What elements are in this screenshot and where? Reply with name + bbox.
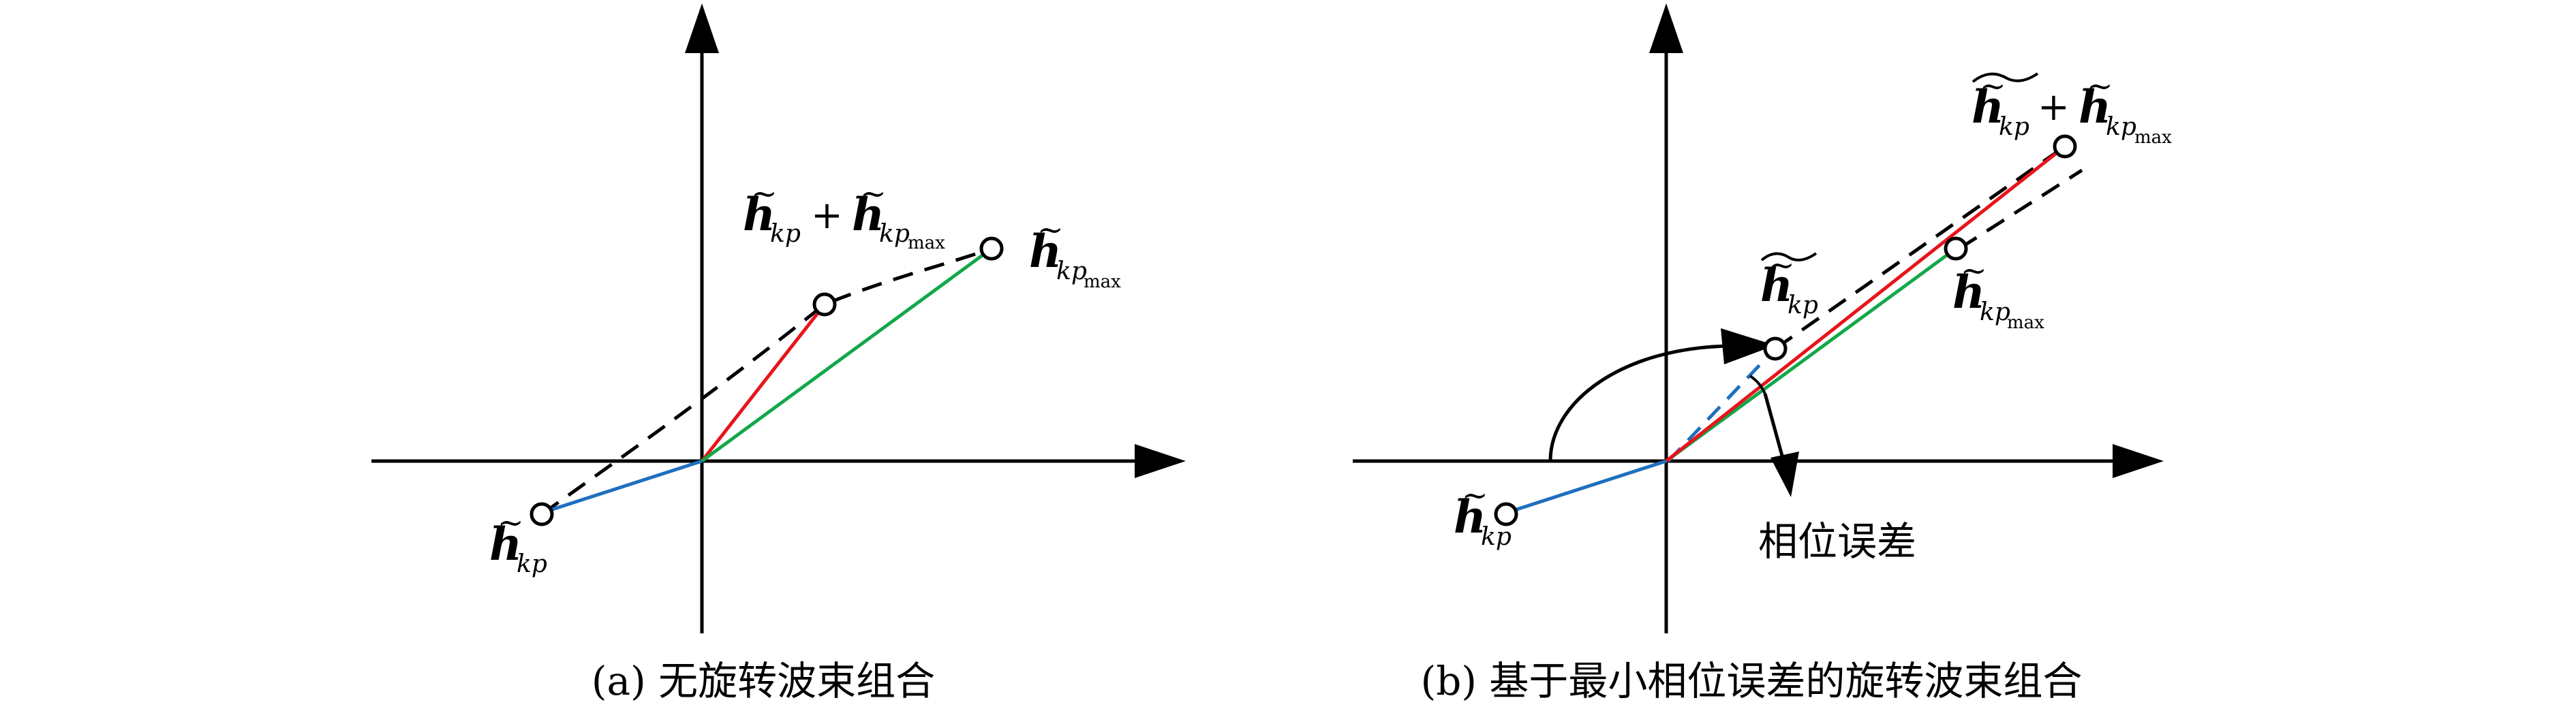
panel-a-label-max: ~ h kp max xyxy=(1029,211,1121,292)
panel-b-label-sum: ~ h kp + ~ h kp max xyxy=(1972,67,2172,148)
panel-b-point-sum xyxy=(2053,134,2077,159)
svg-text:kp: kp xyxy=(1788,291,1818,319)
panel-a-point-kp xyxy=(530,502,554,526)
svg-text:max: max xyxy=(1084,272,1121,292)
panel-b-y-axis-arrow-icon xyxy=(1649,3,1683,53)
svg-text:kp: kp xyxy=(879,220,910,248)
svg-text:+: + xyxy=(2038,85,2070,129)
panel-b-vector-sum xyxy=(1665,145,2066,462)
panel-a-label-kp: ~ h kp xyxy=(489,504,547,578)
svg-text:kp: kp xyxy=(1056,257,1087,285)
svg-text:kp: kp xyxy=(1481,523,1512,551)
svg-text:~: ~ xyxy=(1768,247,1795,283)
svg-text:h: h xyxy=(852,188,885,241)
svg-text:~: ~ xyxy=(497,504,524,541)
panel-b-vector-kp xyxy=(1505,459,1667,515)
svg-text:h: h xyxy=(1972,80,2004,133)
panel-b-label-rot: ~ h kp xyxy=(1760,247,1818,319)
panel-b-phase-error-pointer xyxy=(1763,393,1786,464)
svg-text:kp: kp xyxy=(770,220,801,248)
panel-a-vector-max xyxy=(701,247,993,463)
panel-b-rotation-arc xyxy=(1548,344,1732,462)
panel-a-x-axis-arrow-icon xyxy=(1135,444,1186,478)
panel-a-dashed-path xyxy=(540,247,992,516)
svg-text:kp: kp xyxy=(2106,113,2136,141)
panel-b-dashed-upper xyxy=(1774,144,2066,351)
svg-text:kp: kp xyxy=(1999,113,2029,141)
svg-text:~: ~ xyxy=(1980,67,2006,104)
panel-a: ~ h kp + ~ h kp max ~ h kp max ~ h kp (a… xyxy=(371,3,1186,704)
panel-b-vector-max xyxy=(1665,247,1957,463)
svg-text:h: h xyxy=(2079,80,2111,133)
panel-a-point-sum xyxy=(812,292,837,317)
panel-b-phase-error-label: 相位误差 xyxy=(1758,518,1916,565)
panel-b-dashed-rotated xyxy=(1667,347,1777,462)
svg-text:h: h xyxy=(489,518,522,571)
svg-text:+: + xyxy=(811,193,843,238)
svg-text:~: ~ xyxy=(1037,211,1064,248)
panel-b-point-max xyxy=(1944,236,1968,261)
svg-text:~: ~ xyxy=(751,175,778,212)
panel-a-caption: (a) 无旋转波束组合 xyxy=(592,658,935,704)
svg-text:~: ~ xyxy=(1462,477,1488,514)
panel-b-caption: (b) 基于最小相位误差的旋转波束组合 xyxy=(1421,658,2083,704)
panel-a-vector-kp xyxy=(541,459,703,515)
panel-b-dashed-lower xyxy=(1958,168,2083,251)
panel-b-point-rotated xyxy=(1763,336,1788,361)
panel-a-y-axis-arrow-icon xyxy=(685,3,719,53)
svg-text:max: max xyxy=(2007,313,2044,333)
panel-b: ~ h kp + ~ h kp max ~ h kp ~ h kp max ~ … xyxy=(1353,3,2172,704)
svg-text:~: ~ xyxy=(860,175,887,212)
panel-b-point-kp xyxy=(1494,502,1518,526)
panel-b-phase-error-arc xyxy=(1749,375,1766,394)
svg-text:kp: kp xyxy=(517,550,547,578)
panel-b-label-kp: ~ h kp xyxy=(1454,477,1512,551)
svg-text:h: h xyxy=(1029,225,1062,278)
panel-b-label-max: ~ h kp max xyxy=(1952,252,2044,333)
svg-text:~: ~ xyxy=(2087,67,2113,104)
panel-a-point-max xyxy=(979,236,1004,261)
svg-text:h: h xyxy=(1952,266,1985,319)
panel-b-rotation-arrow-icon xyxy=(1721,328,1775,364)
svg-text:h: h xyxy=(1760,259,1793,312)
svg-text:h: h xyxy=(1454,490,1486,543)
panel-a-vector-sum xyxy=(701,303,826,462)
panel-b-x-axis-arrow-icon xyxy=(2113,444,2164,478)
panel-a-label-sum-base: h xyxy=(743,188,776,241)
svg-text:~: ~ xyxy=(1961,252,1987,289)
svg-text:kp: kp xyxy=(1980,298,2010,326)
panel-a-label-sum: ~ h kp + ~ h kp max xyxy=(743,175,945,253)
svg-text:max: max xyxy=(908,233,945,253)
panel-b-phase-error-arrow-icon xyxy=(1770,452,1799,497)
svg-text:max: max xyxy=(2134,127,2172,148)
